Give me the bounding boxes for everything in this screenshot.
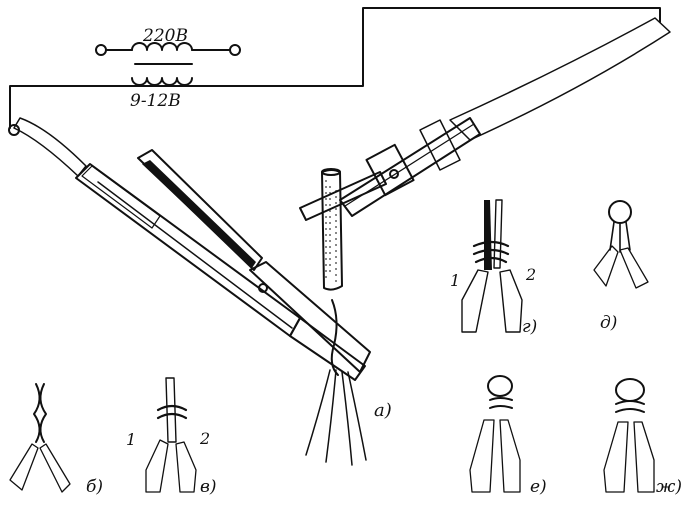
inset-d: д) bbox=[593, 200, 649, 333]
inset-g: 1 2 г) bbox=[450, 199, 537, 337]
transformer-symbol: 220В 9-12В bbox=[95, 26, 241, 111]
carbon-electrode-holder bbox=[299, 17, 671, 291]
inset-b: б) bbox=[9, 383, 103, 497]
label-d: д) bbox=[600, 313, 617, 333]
terminal-left bbox=[95, 44, 107, 56]
handle-grip bbox=[81, 165, 161, 229]
circuit-wires bbox=[9, 7, 661, 129]
inset-zh: ж) bbox=[603, 378, 682, 497]
label-g: г) bbox=[522, 317, 537, 337]
wire-bundle-a: а) bbox=[305, 299, 392, 466]
secondary-coil bbox=[131, 77, 193, 86]
lower-jaw-tip bbox=[289, 317, 366, 381]
pivot-screw bbox=[258, 283, 268, 293]
tweezers-electrode bbox=[8, 117, 371, 381]
primary-coil bbox=[131, 42, 193, 51]
clamp-ribs bbox=[419, 119, 461, 171]
label-zh: ж) bbox=[656, 477, 682, 497]
label-a: а) bbox=[374, 400, 392, 421]
terminal-right bbox=[229, 44, 241, 56]
secondary-voltage-label: 9-12В bbox=[130, 91, 181, 111]
primary-voltage-label: 220В bbox=[142, 26, 188, 46]
label-b: б) bbox=[86, 477, 103, 497]
cable-right bbox=[449, 17, 671, 141]
cable-left bbox=[13, 117, 87, 177]
holder-body bbox=[339, 117, 481, 217]
label-1-v: 1 bbox=[126, 430, 136, 449]
inset-v: 1 2 в) bbox=[126, 377, 217, 497]
label-2-g: 2 bbox=[525, 265, 536, 284]
cable-terminal-left bbox=[8, 124, 20, 136]
label-2-v: 2 bbox=[199, 429, 210, 448]
label-v: в) bbox=[200, 477, 217, 497]
carbon-rod bbox=[321, 169, 343, 291]
label-e: е) bbox=[530, 477, 547, 497]
label-1-g: 1 bbox=[450, 271, 460, 290]
inset-e: е) bbox=[469, 375, 547, 497]
